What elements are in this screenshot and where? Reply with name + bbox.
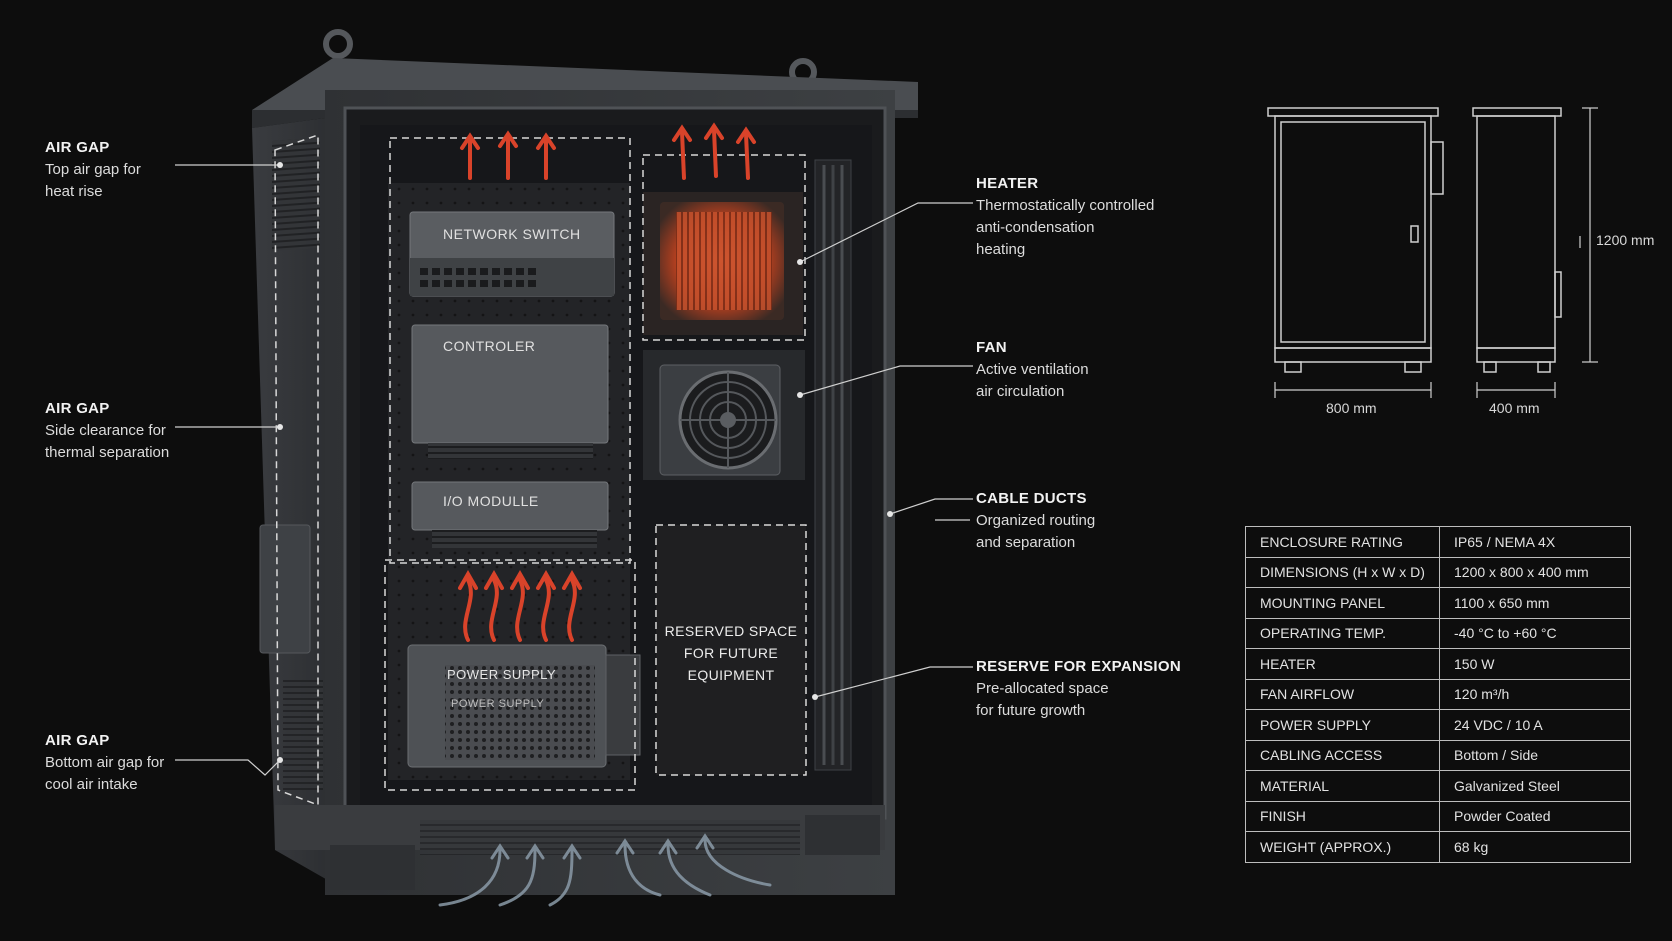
dimension-lines xyxy=(1274,107,1598,398)
callout-title: RESERVE FOR EXPANSION xyxy=(976,658,1181,675)
reserved-space xyxy=(656,525,806,775)
callout-text: Thermostatically controlled xyxy=(976,197,1155,214)
spec-key: OPERATING TEMP. xyxy=(1245,617,1440,649)
callout-text: Active ventilation xyxy=(976,361,1089,378)
side-junction-box xyxy=(259,524,311,654)
controller-label: CONTROLER xyxy=(443,338,536,354)
callout-text: heating xyxy=(976,241,1026,258)
callout-text: Side clearance for xyxy=(45,422,166,439)
spec-value: 68 kg xyxy=(1439,831,1631,863)
callout-text: air circulation xyxy=(976,383,1065,400)
callout-fan: FAN Active ventilation air circulation xyxy=(976,337,1089,403)
callout-text: for future growth xyxy=(976,702,1086,719)
reserved-space-label: RESERVED SPACE FOR FUTURE EQUIPMENT xyxy=(656,620,806,686)
spec-key: CABLING ACCESS xyxy=(1245,739,1440,771)
spec-value: Powder Coated xyxy=(1439,800,1631,832)
network-switch xyxy=(409,211,615,297)
io-module xyxy=(411,481,609,548)
callout-text: thermal separation xyxy=(45,444,170,461)
spec-value: Galvanized Steel xyxy=(1439,770,1631,802)
spec-key: MATERIAL xyxy=(1245,770,1440,802)
callout-title: AIR GAP xyxy=(45,139,110,156)
callout-text: Organized routing xyxy=(976,512,1096,529)
table-row: WEIGHT (APPROX.)68 kg xyxy=(1245,831,1631,863)
spec-value: 1100 x 650 mm xyxy=(1439,587,1631,619)
cable-ducts xyxy=(814,159,852,771)
height-dimension-label: 1200 mm xyxy=(1596,232,1655,248)
power-supply-label: POWER SUPPLY xyxy=(447,667,557,682)
callout-text: and separation xyxy=(976,534,1076,551)
front-elevation-drawing xyxy=(1267,107,1444,373)
callout-text: Bottom air gap for xyxy=(45,754,165,771)
controller xyxy=(411,324,609,459)
callout-leaders xyxy=(175,164,973,776)
callout-title: HEATER xyxy=(976,175,1039,192)
spec-value: 24 VDC / 10 A xyxy=(1439,709,1631,741)
spec-key: FINISH xyxy=(1245,800,1440,832)
callout-text: Top air gap for xyxy=(45,161,141,178)
callout-reserve-expansion: RESERVE FOR EXPANSION Pre-allocated spac… xyxy=(976,656,1181,722)
spec-value: IP65 / NEMA 4X xyxy=(1439,526,1631,558)
callout-dots xyxy=(277,162,893,763)
callout-air-gap-bottom: AIR GAP Bottom air gap for cool air inta… xyxy=(45,730,164,796)
callout-text: anti-condensation xyxy=(976,219,1095,236)
power-supply-label-secondary: POWER SUPPLY xyxy=(451,698,545,710)
callout-heater: HEATER Thermostatically controlled anti-… xyxy=(976,173,1154,261)
heat-rise-arrow-icon xyxy=(458,122,756,642)
callout-title: AIR GAP xyxy=(45,400,110,417)
width-dimension-label: 800 mm xyxy=(1326,400,1377,416)
callout-cable-ducts: CABLE DUCTS Organized routing and separa… xyxy=(976,488,1095,554)
network-switch-label: NETWORK SWITCH xyxy=(443,226,581,242)
callout-text: cool air intake xyxy=(45,776,138,793)
callout-text: heat rise xyxy=(45,183,103,200)
spec-value: 1200 x 800 x 400 mm xyxy=(1439,556,1631,588)
spec-key: MOUNTING PANEL xyxy=(1245,587,1440,619)
spec-key: HEATER xyxy=(1245,648,1440,680)
callout-title: FAN xyxy=(976,339,1007,356)
spec-key: ENCLOSURE RATING xyxy=(1245,526,1440,558)
reserved-space-line2: FOR FUTURE xyxy=(683,645,779,661)
side-elevation-drawing xyxy=(1472,107,1562,373)
table-row: OPERATING TEMP.-40 °C to +60 °C xyxy=(1245,617,1631,649)
callout-air-gap-top: AIR GAP Top air gap for heat rise xyxy=(45,137,141,203)
heater xyxy=(643,192,803,335)
fan xyxy=(643,350,805,480)
reserved-space-line1: RESERVED SPACE xyxy=(664,623,798,639)
callout-title: CABLE DUCTS xyxy=(976,490,1087,507)
callout-title: AIR GAP xyxy=(45,732,110,749)
spec-value: Bottom / Side xyxy=(1439,739,1631,771)
reserved-space-line3: EQUIPMENT xyxy=(687,667,775,683)
spec-key: FAN AIRFLOW xyxy=(1245,678,1440,710)
io-module-label: I/O MODULLE xyxy=(443,493,539,509)
spec-key: POWER SUPPLY xyxy=(1245,709,1440,741)
depth-dimension-label: 400 mm xyxy=(1489,400,1540,416)
callout-air-gap-side: AIR GAP Side clearance for thermal separ… xyxy=(45,398,169,464)
table-row: DIMENSIONS (H x W x D)1200 x 800 x 400 m… xyxy=(1245,556,1631,588)
callout-text: Pre-allocated space xyxy=(976,680,1109,697)
spec-key: DIMENSIONS (H x W x D) xyxy=(1245,556,1440,588)
spec-value: 120 m³/h xyxy=(1439,678,1631,710)
spec-key: WEIGHT (APPROX.) xyxy=(1245,831,1440,863)
spec-value: 150 W xyxy=(1439,648,1631,680)
spec-value: -40 °C to +60 °C xyxy=(1439,617,1631,649)
cool-air-intake-arrow-icon xyxy=(438,833,772,907)
